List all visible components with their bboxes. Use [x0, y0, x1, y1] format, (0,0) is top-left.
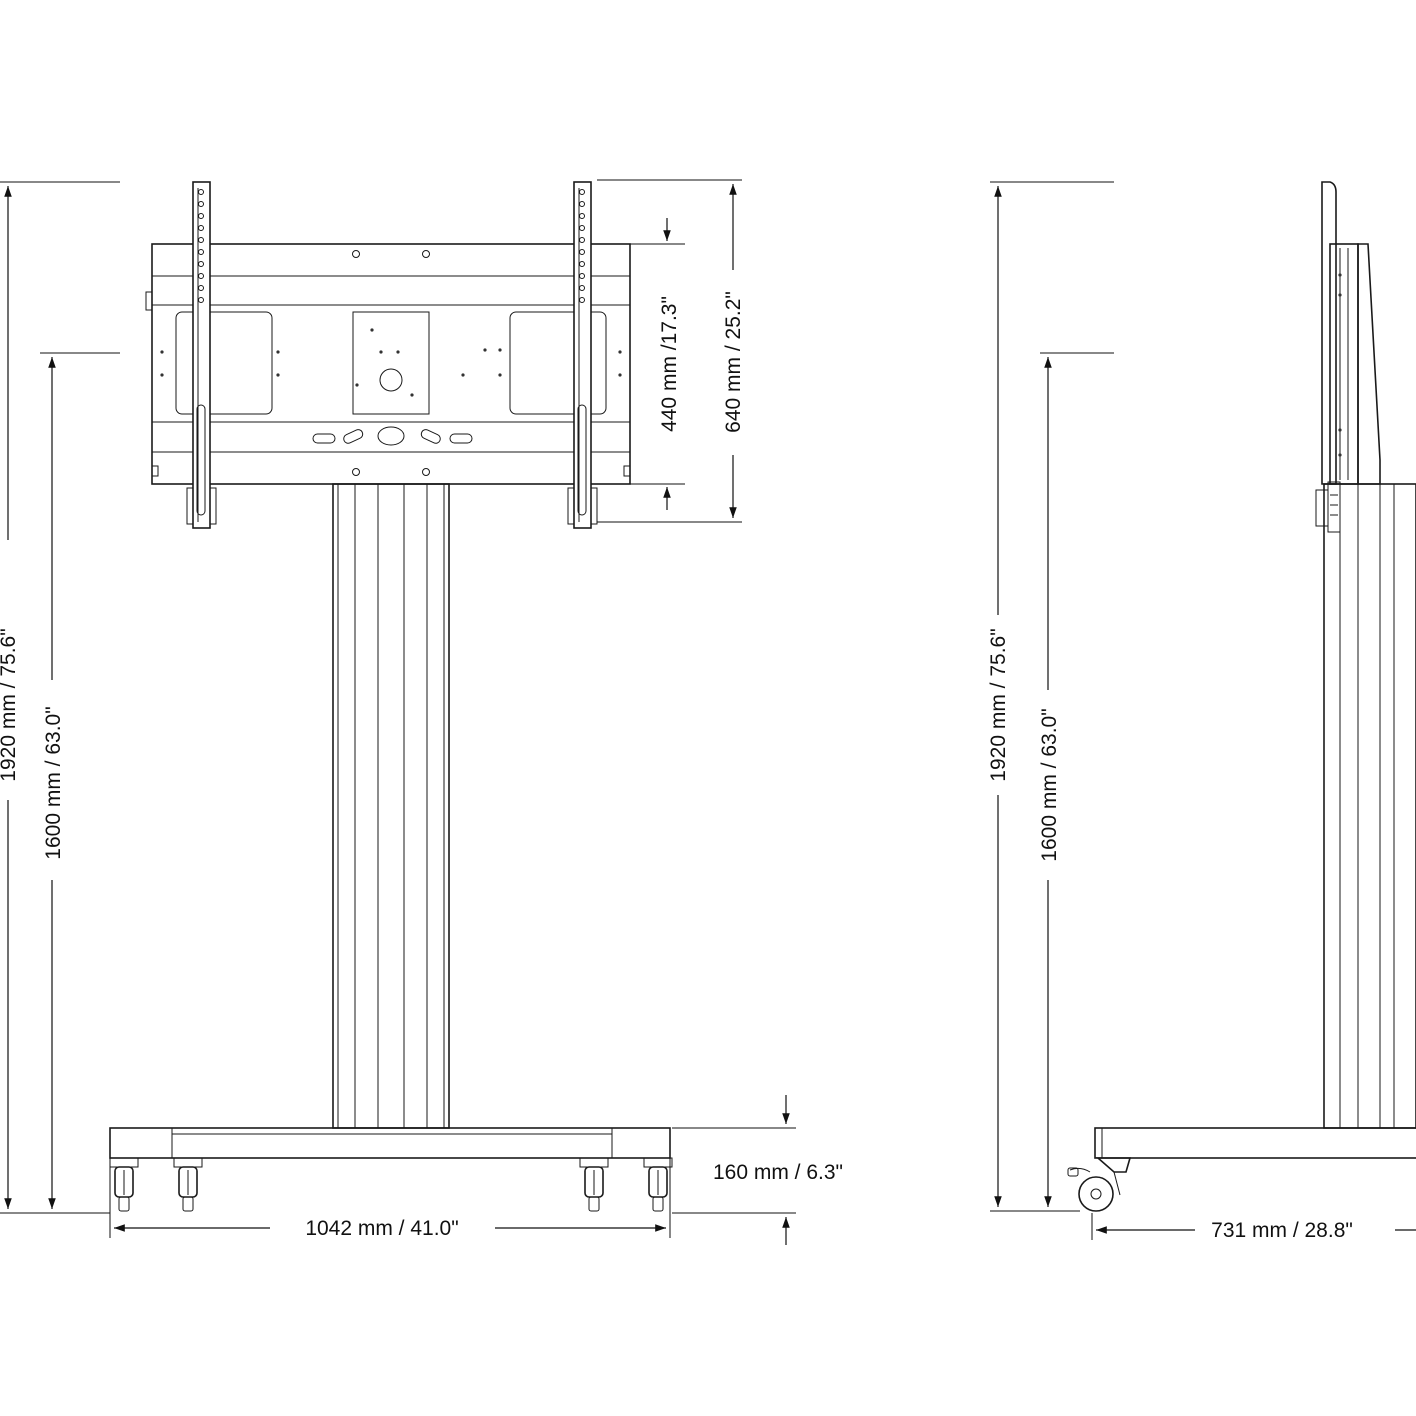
side-column [1323, 483, 1416, 1129]
caster-front-1 [109, 1157, 139, 1212]
dim-base-height: 160 mm / 6.3" [713, 1161, 843, 1184]
dim-side-height-bracket: 1600 mm / 63.0" [1038, 708, 1061, 861]
dim-bracket-640: 640 mm / 25.2" [722, 291, 745, 433]
side-dimensions: 1920 mm / 75.6" 1600 mm / 63.0" 731 mm /… [987, 181, 1416, 1242]
dim-side-depth: 731 mm / 28.8" [1211, 1219, 1353, 1242]
mounting-plate [145, 243, 631, 485]
vertical-bracket-right [567, 181, 598, 529]
base [109, 1127, 671, 1159]
caster-front-3 [579, 1157, 609, 1212]
dim-front-height-bracket: 1600 mm / 63.0" [42, 706, 65, 859]
side-caster [1067, 1157, 1132, 1212]
side-base [1094, 1127, 1416, 1159]
dim-side-height-total: 1920 mm / 75.6" [987, 628, 1010, 781]
front-dimensions: 1920 mm / 75.6" 1600 mm / 63.0" 440 mm /… [0, 179, 843, 1245]
column [332, 483, 450, 1129]
vertical-bracket-left [186, 181, 217, 529]
side-mount-bracket [1315, 181, 1381, 533]
dim-base-width: 1042 mm / 41.0" [305, 1217, 458, 1240]
caster-front-2 [173, 1157, 203, 1212]
dim-front-height-total: 1920 mm / 75.6" [0, 628, 20, 781]
dim-bracket-440: 440 mm /17.3" [658, 296, 681, 432]
front-view [109, 181, 673, 1212]
caster-front-4 [643, 1157, 673, 1212]
side-view [1067, 181, 1416, 1212]
